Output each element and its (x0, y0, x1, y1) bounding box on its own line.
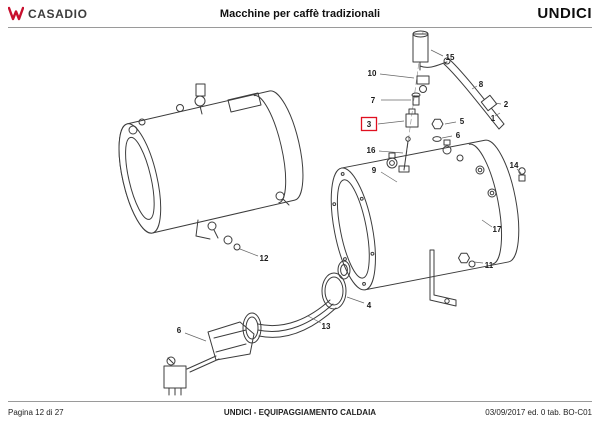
vacuum-valve (412, 30, 448, 71)
callout-6: 6 (456, 131, 461, 140)
nut-and-washer (431, 118, 444, 142)
leader-line-4 (346, 296, 365, 304)
gasket-ring (321, 272, 347, 310)
leader-line-6 (441, 135, 453, 139)
callout-14: 14 (510, 161, 519, 170)
model-name: UNDICI (537, 5, 592, 22)
callout-4: 4 (367, 301, 372, 310)
callout-17: 17 (493, 225, 502, 234)
callout-3: 3 (367, 120, 372, 129)
callout-6: 6 (177, 326, 182, 335)
callout-2: 2 (504, 100, 509, 109)
leader-line-11 (473, 261, 484, 264)
steam-pipe (443, 57, 505, 130)
callout-12: 12 (260, 254, 269, 263)
section-title: UNDICI - EQUIPAGGIAMENTO CALDAIA (223, 407, 377, 417)
callout-7: 7 (371, 96, 376, 105)
leader-line-3 (377, 120, 405, 125)
leader-line-10 (379, 73, 415, 79)
casadio-logo-icon (8, 6, 24, 21)
page-footer: Pagina 12 di 27 UNDICI - EQUIPAGGIAMENTO… (8, 401, 592, 422)
callout-13: 13 (322, 322, 331, 331)
callout-10: 10 (368, 69, 377, 78)
callout-11: 11 (485, 261, 494, 270)
callout-1: 1 (491, 114, 496, 123)
callout-5: 5 (460, 117, 465, 126)
leader-line-9 (380, 171, 398, 183)
level-probe (403, 136, 411, 171)
union-fitting (416, 75, 430, 93)
main-boiler-fittings (386, 139, 497, 198)
page-title: Macchine per caffè tradizionali (219, 7, 381, 20)
brand-name: CASADIO (28, 6, 88, 21)
page-header: CASADIO Macchine per caffè tradizionali … (8, 0, 592, 28)
revision-info: 03/09/2017 ed. 0 tab. BO-C01 (485, 407, 592, 417)
leader-line-5 (444, 121, 457, 125)
element-tubes (257, 299, 337, 338)
screw (411, 92, 421, 106)
leader-line-17 (481, 219, 493, 228)
heating-element (186, 312, 262, 373)
secondary-boiler (118, 90, 304, 234)
callout-9: 9 (372, 166, 377, 175)
mounting-bracket (429, 249, 457, 307)
leader-line-15 (430, 49, 444, 57)
brand-block: CASADIO (8, 6, 158, 21)
leader-line-14 (516, 168, 522, 174)
leader-line-12 (239, 248, 259, 257)
leader-line-16 (378, 150, 404, 154)
highlight-box (360, 116, 378, 132)
callout-16: 16 (367, 146, 376, 155)
leader-line-8 (471, 85, 478, 90)
leader-line-6 (184, 332, 207, 342)
front-port-flange (337, 260, 351, 280)
leader-line-13 (307, 315, 322, 324)
drain-fitting (458, 252, 476, 268)
secondary-boiler-fittings (128, 83, 290, 251)
callout-8: 8 (479, 80, 484, 89)
callout-15: 15 (446, 53, 455, 62)
terminal-block (163, 356, 187, 396)
stud-part (518, 167, 526, 182)
valve-body (405, 108, 419, 128)
page-indicator: Pagina 12 di 27 (8, 407, 64, 417)
main-boiler (330, 139, 520, 291)
leader-line-1 (494, 112, 501, 117)
leader-line-2 (494, 102, 502, 105)
